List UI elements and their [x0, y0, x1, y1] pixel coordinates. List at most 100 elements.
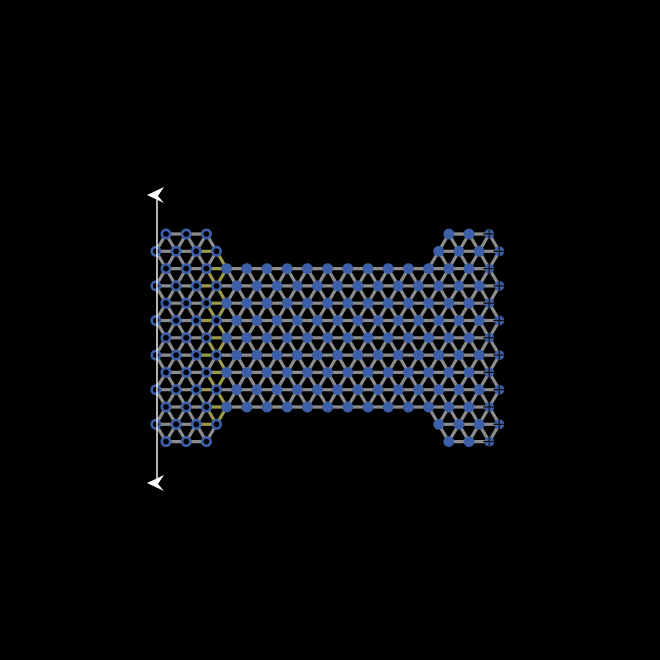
- lattice-node: [443, 401, 455, 413]
- clamped-node: [160, 436, 172, 448]
- lattice-node: [443, 332, 455, 344]
- lattice-node: [322, 263, 333, 274]
- clamped-node: [180, 228, 192, 240]
- lattice-node: [362, 367, 374, 378]
- lattice-node: [403, 263, 414, 274]
- clamped-node: [170, 384, 182, 396]
- lattice-node: [453, 349, 465, 361]
- lattice-node: [241, 263, 253, 274]
- lattice-node: [453, 315, 465, 326]
- arrow-down-icon: [147, 475, 164, 491]
- lattice-node: [463, 332, 475, 344]
- lattice-node: [271, 315, 283, 326]
- clamped-node: [180, 297, 192, 309]
- lattice-node: [392, 384, 404, 396]
- lattice-node: [322, 332, 333, 344]
- lattice-node: [382, 401, 394, 413]
- lattice-node: [382, 367, 394, 378]
- lattice-node: [241, 332, 253, 344]
- lattice-node: [403, 297, 414, 309]
- clamped-node: [170, 280, 182, 292]
- lattice-node: [433, 418, 445, 430]
- lattice-node: [312, 349, 323, 361]
- clamped-node: [200, 332, 212, 344]
- lattice-node: [291, 349, 303, 361]
- lattice-node: [473, 245, 485, 257]
- clamped-node: [150, 314, 162, 326]
- clamped-node: [200, 436, 212, 448]
- lattice-node: [403, 332, 414, 344]
- clamped-node: [160, 401, 172, 413]
- lattice-node: [362, 263, 374, 274]
- lattice-node: [281, 367, 293, 378]
- lattice-node: [221, 332, 233, 344]
- clamped-node: [190, 349, 202, 361]
- lattice-node: [372, 315, 384, 326]
- lattice-node: [473, 384, 485, 396]
- lattice-node: [392, 349, 404, 361]
- lattice-node: [251, 315, 263, 326]
- lattice-node: [423, 297, 434, 309]
- arrow-up-icon: [147, 187, 164, 203]
- clamped-node: [190, 418, 202, 430]
- lattice-node: [332, 384, 344, 396]
- lattice-node: [221, 401, 233, 413]
- lattice-node: [413, 384, 424, 396]
- clamped-node: [170, 349, 182, 361]
- clamped-node: [150, 349, 162, 361]
- lattice-node: [241, 297, 253, 309]
- lattice-node: [473, 315, 485, 326]
- lattice-node: [352, 384, 364, 396]
- lattice-node: [423, 263, 434, 274]
- lattice-node: [352, 315, 364, 326]
- lattice-node: [352, 280, 364, 292]
- lattice-node: [433, 280, 445, 292]
- lattice-node: [261, 263, 273, 274]
- lattice-node: [281, 297, 293, 309]
- clamped-node: [190, 314, 202, 326]
- lattice-node: [473, 280, 485, 292]
- lattice-node: [271, 349, 283, 361]
- lattice-node: [372, 280, 384, 292]
- lattice-node: [463, 263, 475, 274]
- lattice-node: [221, 297, 233, 309]
- lattice-node: [392, 280, 404, 292]
- lattice-node: [433, 349, 445, 361]
- lattice-node: [322, 401, 333, 413]
- lattice-node: [372, 349, 384, 361]
- lattice-node: [453, 384, 465, 396]
- lattice-node: [221, 367, 233, 378]
- lattice-node: [231, 384, 243, 396]
- lattice-node: [332, 315, 344, 326]
- clamped-node: [160, 332, 172, 344]
- lattice-node: [271, 384, 283, 396]
- lattice-node: [302, 263, 313, 274]
- clamped-node: [170, 314, 182, 326]
- lattice-node: [463, 367, 475, 378]
- lattice-node: [221, 263, 233, 274]
- lattice-node: [362, 297, 374, 309]
- lattice-node: [342, 263, 354, 274]
- lattice-node: [241, 367, 253, 378]
- clamped-node: [150, 384, 162, 396]
- clamped-node: [170, 418, 182, 430]
- lattice-node: [251, 280, 263, 292]
- clamped-node: [200, 366, 212, 378]
- lattice-node: [322, 367, 333, 378]
- clamped-node: [180, 332, 192, 344]
- lattice-node: [291, 315, 303, 326]
- clamped-node: [150, 245, 162, 257]
- lattice-node: [443, 228, 455, 240]
- clamped-node: [211, 384, 223, 396]
- lattice-node: [382, 332, 394, 344]
- clamped-node: [160, 366, 172, 378]
- lattice-node: [322, 297, 333, 309]
- lattice-node: [453, 280, 465, 292]
- lattice-node: [312, 280, 323, 292]
- lattice-node: [251, 384, 263, 396]
- lattice-node: [443, 263, 455, 274]
- clamped-node: [160, 297, 172, 309]
- clamped-node: [211, 314, 223, 326]
- node-layer: [150, 228, 506, 448]
